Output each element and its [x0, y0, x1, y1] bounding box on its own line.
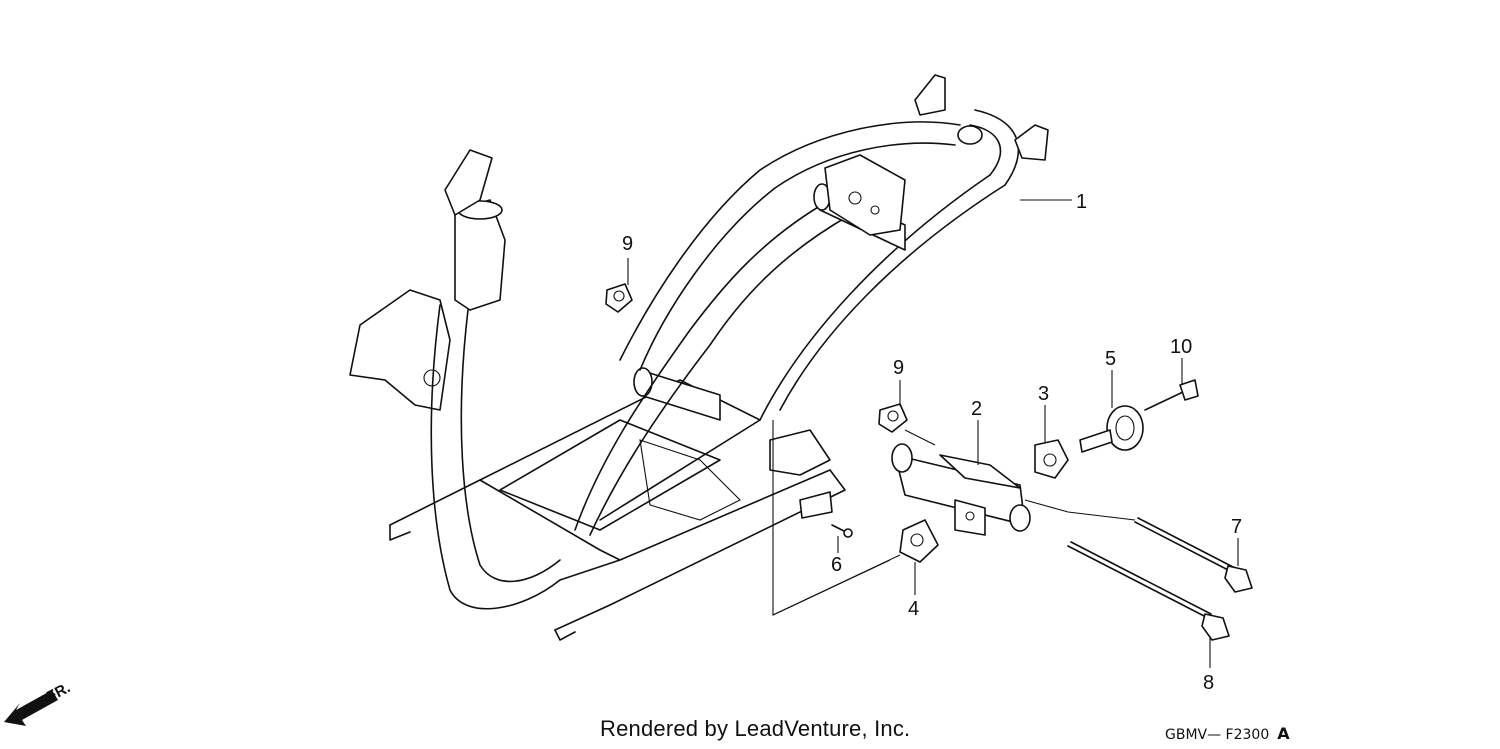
callout-1: 1	[1076, 191, 1087, 213]
callout-8: 8	[1203, 672, 1214, 694]
leader-lines	[627, 199, 1239, 668]
diagram-code-text: GBMV— F2300	[1165, 727, 1270, 743]
callout-9-lower: 9	[893, 357, 904, 379]
frame-body	[349, 74, 1049, 641]
callout-9-upper: 9	[622, 233, 633, 255]
diagram-code: GBMV— F2300 A	[1165, 724, 1290, 743]
diagram-code-suffix: A	[1277, 724, 1290, 743]
engine-hanger	[891, 429, 1031, 536]
callout-6: 6	[831, 554, 842, 576]
callout-10: 10	[1170, 336, 1192, 358]
callout-5: 5	[1105, 348, 1116, 370]
callout-4: 4	[908, 598, 919, 620]
render-credit: Rendered by LeadVenture, Inc.	[600, 716, 911, 741]
callout-3: 3	[1038, 383, 1049, 405]
hardware	[605, 283, 1253, 641]
callout-7: 7	[1231, 516, 1242, 538]
callout-2: 2	[971, 398, 982, 420]
front-arrow-icon	[4, 690, 58, 726]
